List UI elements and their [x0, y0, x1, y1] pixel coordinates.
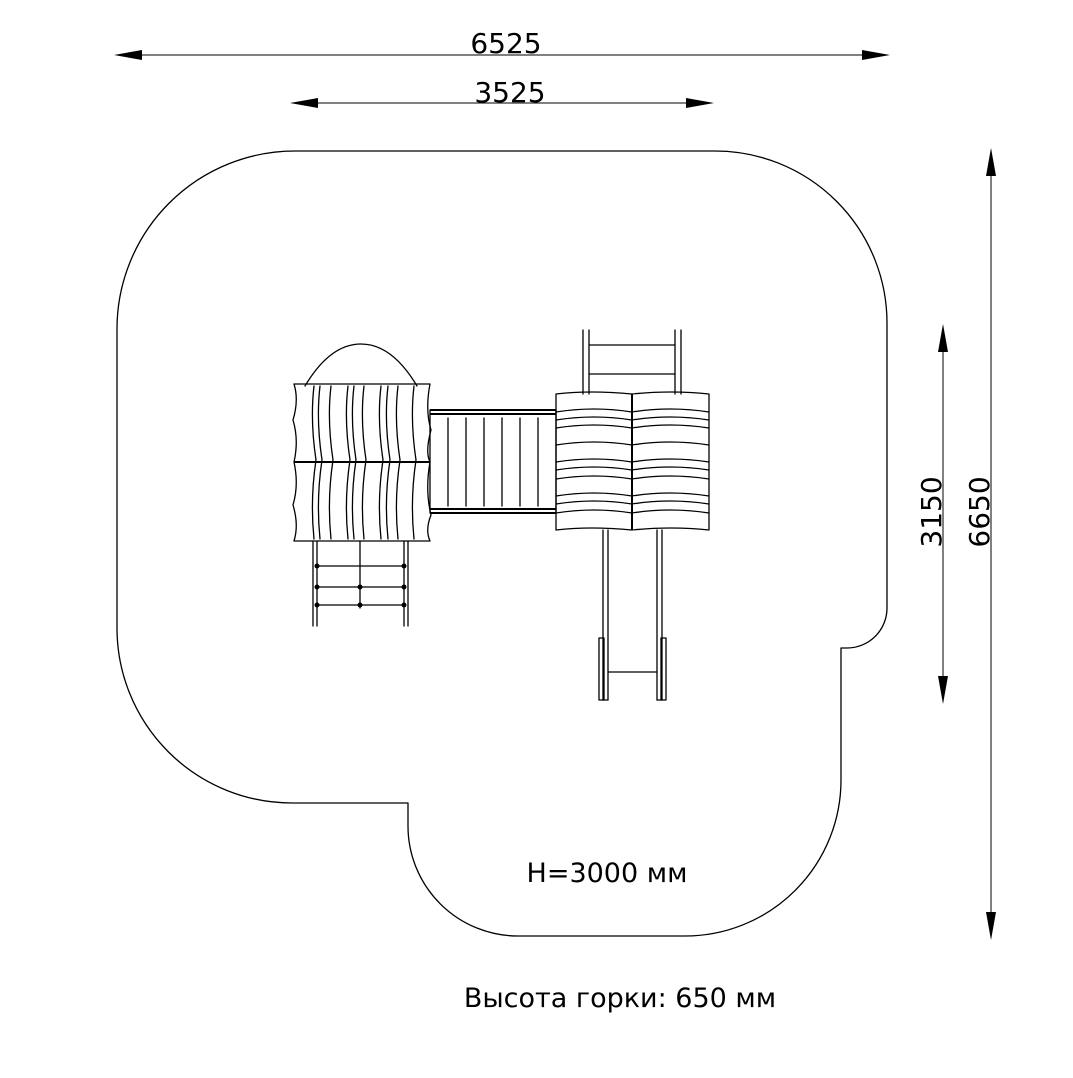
height-label: H=3000 мм: [527, 858, 688, 889]
left-tower-panel: [292, 383, 432, 542]
left-tower-dome: [304, 343, 418, 387]
right-tower: [555, 329, 710, 531]
dimension-equipment-width-label: 3525: [474, 76, 545, 109]
safety-zone-outline: [116, 150, 888, 937]
left-tower-boards: [311, 385, 417, 540]
right-tower-panel: [555, 391, 710, 531]
dimension-overall-width-label: 6525: [470, 27, 541, 60]
dimension-equipment-width: 3525: [290, 76, 714, 109]
dimension-overall-depth-label: 6650: [963, 476, 996, 547]
dimension-overall-depth: 6650: [963, 148, 996, 940]
ladder: [312, 540, 409, 627]
right-tower-boards: [555, 408, 710, 514]
left-tower: [292, 343, 432, 542]
bridge: [429, 409, 557, 514]
slide-height-label: Высота горки: 650 мм: [464, 983, 776, 1014]
dimension-overall-width: 6525: [114, 27, 890, 60]
dimension-equipment-depth-label: 3150: [915, 476, 948, 547]
dimension-equipment-depth: 3150: [915, 324, 948, 704]
slide: [598, 529, 667, 701]
